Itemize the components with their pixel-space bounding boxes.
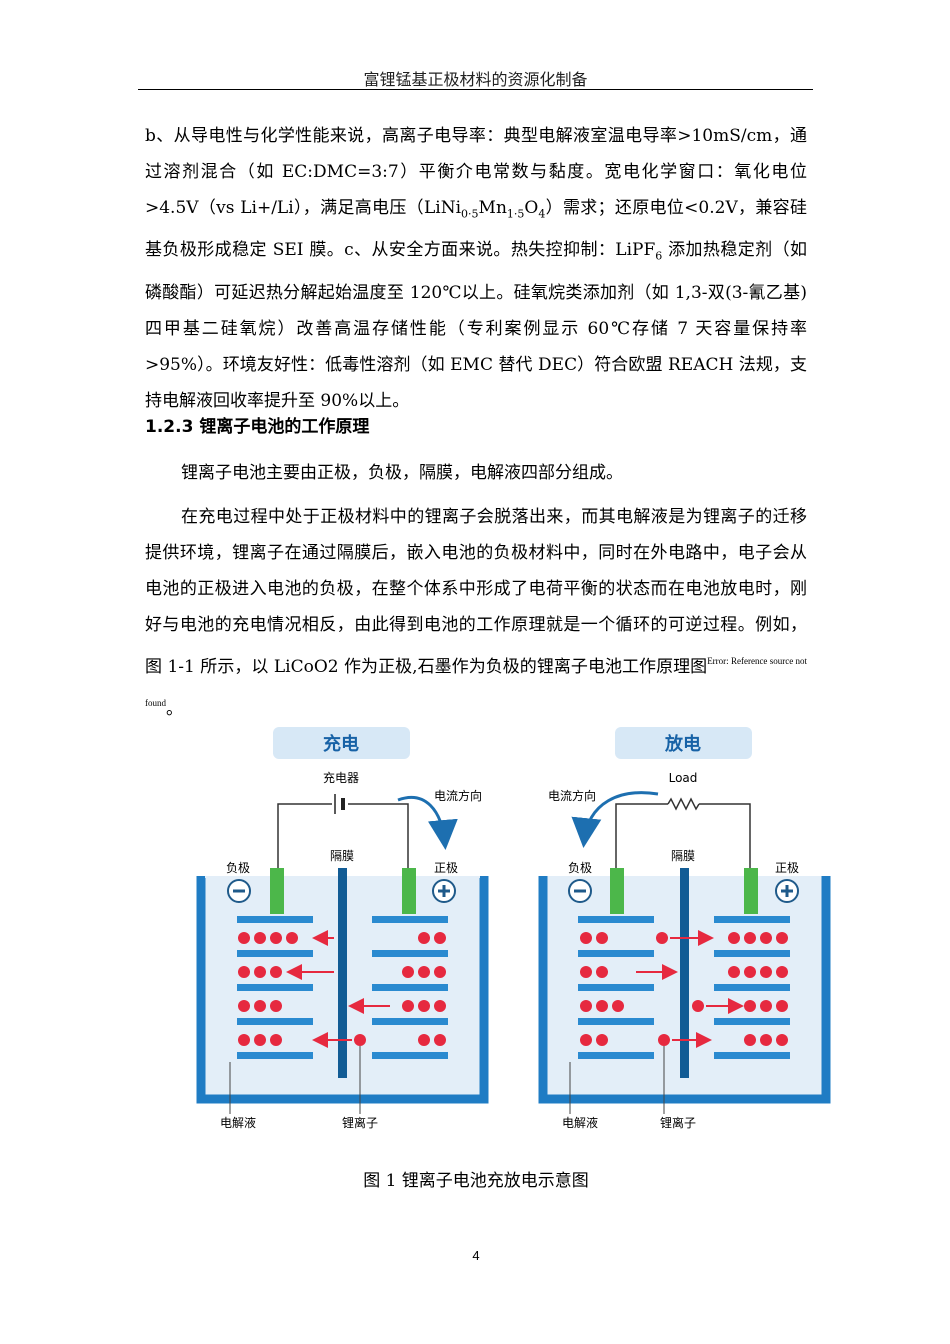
discharge-separator: [680, 868, 689, 1078]
para1-sub3: 4: [538, 207, 546, 221]
para1-part5: 添加热稳定剂（如磷酸酯）可延迟热分解起始温度至 120℃以上。硅氧烷类添加剂（如…: [145, 240, 808, 411]
charge-panel: 充电 充电器 电流方向 隔膜 负极 正极: [196, 727, 489, 1130]
charge-current-label: 电流方向: [434, 788, 482, 803]
discharge-current-label: 电流方向: [548, 788, 596, 803]
charge-ion-label: 锂离子: [342, 1115, 378, 1130]
discharge-positive-label: 正极: [775, 861, 799, 875]
discharge-lithium-ions: [580, 932, 788, 1046]
paragraph-text: b、从导电性与化学性能来说，高离子电导率：典型电解液室温电导率>10mS/cm，…: [145, 118, 807, 419]
paragraph-working-principle: 在充电过程中处于正极材料中的锂离子会脱落出来，而其电解液是为锂离子的迁移提供环境…: [145, 499, 807, 727]
paragraph-text: 锂离子电池主要由正极，负极，隔膜，电解液四部分组成。: [181, 463, 623, 483]
discharge-current-arrow: [571, 791, 659, 848]
paragraph-components: 锂离子电池主要由正极，负极，隔膜，电解液四部分组成。: [145, 455, 807, 491]
charge-current-arrow: [397, 795, 458, 850]
charge-wire-left: [277, 803, 332, 870]
charge-electrolyte-label: 电解液: [220, 1115, 256, 1130]
discharge-ion-arrows: [636, 930, 744, 1048]
charge-negative-label: 负极: [226, 861, 250, 875]
para1-part2: Mn: [478, 198, 507, 218]
charge-separator-label: 隔膜: [330, 849, 354, 863]
para1-part4: ）需求；还原电位<0.2V，兼容硅基负极形成稳定 SEI 膜。c、从安全方面来说…: [145, 198, 807, 261]
charge-positive-label: 正极: [434, 861, 458, 875]
charge-separator: [338, 868, 347, 1078]
discharge-electrolyte-label: 电解液: [562, 1115, 598, 1130]
discharge-negative-collector: [610, 868, 624, 914]
load-label: Load: [669, 771, 698, 785]
page-number: 4: [472, 1248, 480, 1263]
running-header: 富锂锰基正极材料的资源化制备: [363, 70, 588, 89]
reference-error: Error: Reference source not found: [145, 656, 807, 708]
charge-title: 充电: [323, 733, 359, 755]
para1-part1: b、从导电性与化学性能来说，高离子电导率：典型电解液室温电导率>10mS/cm，…: [145, 126, 807, 218]
discharge-wire-right: [699, 803, 751, 870]
resistor-symbol: [667, 797, 700, 811]
para3-end: 。: [166, 699, 183, 719]
paragraph-text: 在充电过程中处于正极材料中的锂离子会脱落出来，而其电解液是为锂离子的迁移提供环境…: [145, 499, 807, 727]
charge-ion-arrows: [286, 930, 390, 1048]
charge-negative-collector: [270, 868, 284, 914]
para1-sub4: 6: [655, 249, 663, 263]
discharge-title: 放电: [664, 733, 701, 755]
battery-diagram: 充电 充电器 电流方向 隔膜 负极 正极: [196, 727, 831, 1130]
para1-part3: O: [524, 198, 539, 218]
charge-electrode-sheets: [237, 916, 448, 1059]
discharge-negative-label: 负极: [568, 861, 592, 875]
section-heading: 1.2.3 锂离子电池的工作原理: [145, 417, 370, 437]
charge-wire-right: [348, 803, 409, 870]
discharge-wire-left: [615, 803, 668, 870]
charger-label: 充电器: [323, 770, 359, 785]
discharge-panel: 放电 Load 电流方向 隔膜 负极 正极: [538, 727, 831, 1130]
discharge-separator-label: 隔膜: [671, 849, 695, 863]
charge-lithium-ions: [238, 932, 446, 1046]
discharge-electrode-sheets: [578, 916, 790, 1059]
discharge-title-box: [615, 727, 752, 759]
paragraph-electrolyte-properties: b、从导电性与化学性能来说，高离子电导率：典型电解液室温电导率>10mS/cm，…: [145, 118, 807, 419]
para1-sub2: 1·5: [506, 207, 525, 221]
charge-positive-collector: [402, 868, 416, 914]
battery-figure: 充电 充电器 电流方向 隔膜 负极 正极: [180, 722, 840, 1142]
discharge-ion-label: 锂离子: [660, 1115, 696, 1130]
para3-text: 在充电过程中处于正极材料中的锂离子会脱落出来，而其电解液是为锂离子的迁移提供环境…: [145, 507, 807, 677]
discharge-positive-collector: [744, 868, 758, 914]
header-rule: [138, 89, 813, 90]
charge-title-box: [273, 727, 410, 759]
para1-sub1: 0·5: [461, 207, 479, 221]
figure-caption: 图 1 锂离子电池充放电示意图: [363, 1171, 589, 1191]
